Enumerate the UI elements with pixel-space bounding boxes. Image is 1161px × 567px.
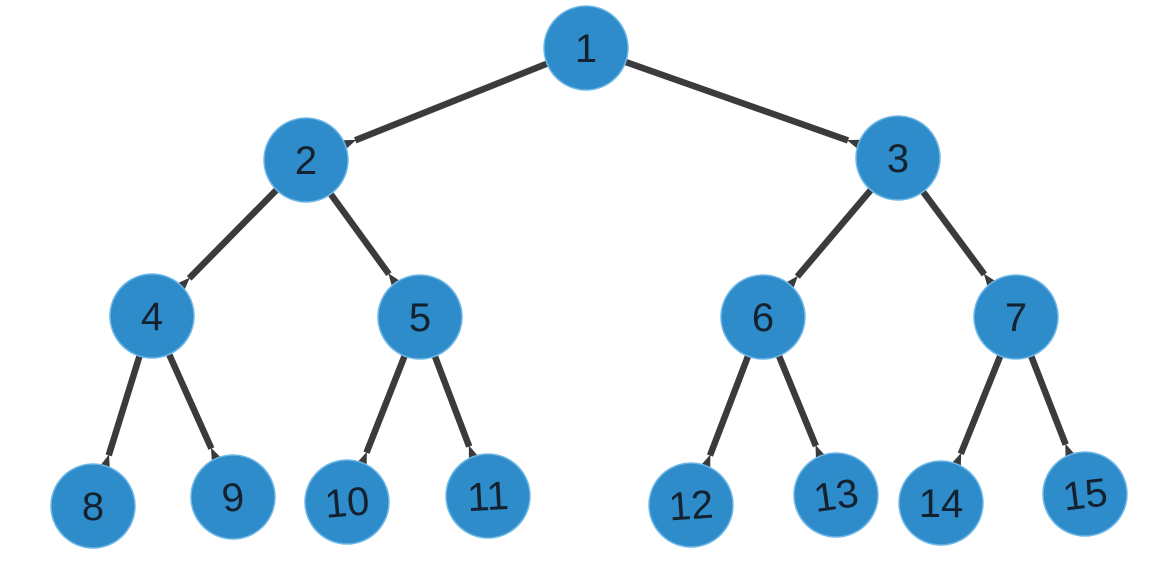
node-circle-1	[543, 5, 629, 91]
tree-node-1: 1	[543, 5, 629, 91]
node-circle-12	[648, 462, 734, 548]
edge-arrow-3-7	[919, 188, 1050, 349]
node-circle-10	[304, 459, 390, 545]
node-circle-15	[1042, 451, 1128, 537]
tree-node-12: 12	[648, 462, 734, 548]
node-label-3: 3	[887, 137, 909, 181]
edge-arrow-2-4	[118, 186, 281, 349]
edge-arrow-7-15	[1027, 353, 1118, 522]
tree-node-15: 15	[1042, 451, 1128, 537]
node-label-14: 14	[919, 482, 964, 526]
edge-arrow-1-2	[277, 59, 551, 193]
tree-node-5: 5	[377, 274, 463, 360]
edge-arrow-2-5	[326, 190, 454, 349]
tree-node-10: 10	[304, 459, 390, 545]
edge-arrow-5-11	[431, 353, 521, 524]
tree-node-11: 11	[445, 453, 531, 539]
node-circle-3	[855, 115, 941, 201]
node-label-4: 4	[141, 295, 163, 339]
node-circle-7	[973, 274, 1059, 360]
node-label-7: 7	[1005, 296, 1027, 340]
node-circle-4	[109, 273, 195, 359]
node-label-11: 11	[466, 474, 510, 520]
node-label-12: 12	[667, 482, 714, 529]
node-label-6: 6	[752, 296, 774, 340]
tree-node-7: 7	[973, 274, 1059, 360]
edge-arrow-4-8	[61, 353, 144, 533]
node-label-2: 2	[295, 139, 317, 183]
tree-node-4: 4	[109, 273, 195, 359]
node-label-15: 15	[1060, 470, 1110, 519]
edge-arrow-4-9	[165, 351, 266, 526]
node-circle-8	[50, 463, 136, 549]
edges-layer	[61, 58, 1118, 533]
node-label-10: 10	[323, 479, 371, 527]
tree-node-14: 14	[898, 460, 984, 546]
node-circle-14	[898, 460, 984, 546]
node-label-5: 5	[409, 296, 431, 340]
edge-arrow-7-14	[908, 352, 1005, 532]
tree-node-13: 13	[793, 452, 879, 538]
tree-node-3: 3	[855, 115, 941, 201]
node-label-9: 9	[220, 475, 247, 521]
node-circle-13	[793, 452, 879, 538]
edge-arrow-6-13	[775, 352, 869, 524]
edge-arrow-5-10	[314, 353, 409, 531]
tree-node-8: 8	[50, 463, 136, 549]
node-label-13: 13	[811, 471, 861, 521]
edge-arrow-6-12	[658, 353, 752, 533]
node-label-8: 8	[82, 485, 104, 529]
edge-arrow-3-6	[729, 186, 875, 350]
node-circle-11	[445, 453, 531, 539]
node-circle-2	[263, 117, 349, 203]
edge-arrow-1-3	[622, 58, 926, 191]
node-circle-6	[720, 274, 806, 360]
tree-node-6: 6	[720, 274, 806, 360]
tree-node-9: 9	[190, 454, 276, 540]
node-label-1: 1	[575, 27, 597, 71]
tree-node-2: 2	[263, 117, 349, 203]
node-circle-9	[190, 454, 276, 540]
node-circle-5	[377, 274, 463, 360]
